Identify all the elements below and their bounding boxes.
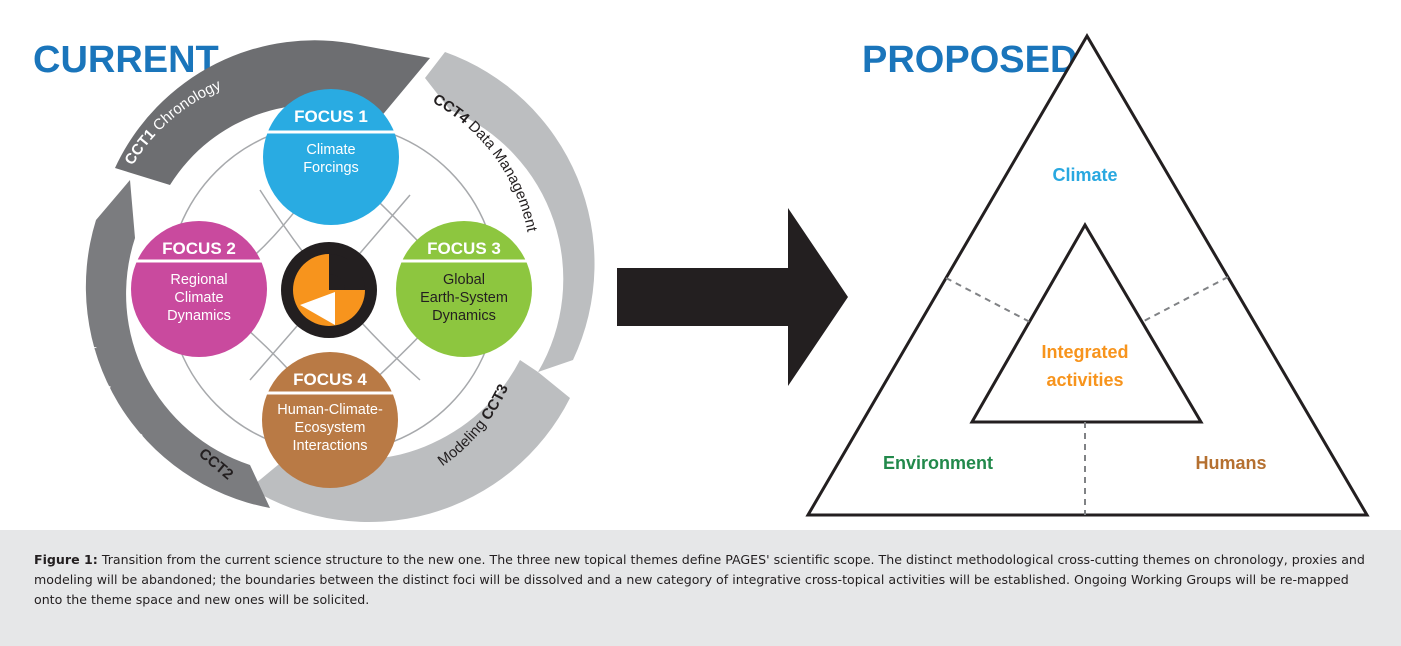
svg-text:Climate: Climate [306,142,355,158]
focus1-line1: Climate [306,142,355,158]
svg-text:Earth-System: Earth-System [420,290,508,306]
focus2-line2: Climate [174,290,223,306]
environment-label: Environment [883,453,993,473]
svg-text:activities: activities [1046,370,1123,390]
svg-text:Dynamics: Dynamics [432,308,496,324]
svg-text:Regional: Regional [170,272,227,288]
theme-dividers [945,276,1229,515]
svg-text:Forcings: Forcings [303,160,359,176]
focus2-title: FOCUS 2 [162,239,236,258]
cct1-arrow [115,40,430,186]
cct2-arrow [85,180,271,508]
figure-panel: CURRENT CCT1 Chronology CCT4 Data Manage… [33,33,1370,523]
focus2-circle: FOCUS 2 Regional Climate Dynamics [131,221,267,357]
caption-label: Figure 1: [34,552,98,567]
focus2-line3: Dynamics [167,308,231,324]
svg-text:Interactions: Interactions [293,438,368,454]
proposed-heading: PROPOSED [862,39,1077,81]
transition-arrow [617,208,848,386]
climate-label: Climate [1052,165,1117,185]
focus2-line1: Regional [170,272,227,288]
inner-triangle [969,222,1204,424]
focus1-circle: FOCUS 1 Climate Forcings [263,89,399,225]
focus3-title: FOCUS 3 [427,239,501,258]
svg-text:Global: Global [443,272,485,288]
focus3-line3: Dynamics [432,308,496,324]
svg-text:Ecosystem: Ecosystem [295,420,366,436]
svg-text:Dynamics: Dynamics [167,308,231,324]
focus4-title: FOCUS 4 [293,370,367,389]
current-heading: CURRENT [33,39,219,81]
focus3-line1: Global [443,272,485,288]
focus1-line2: Forcings [303,160,359,176]
focus1-title: FOCUS 1 [294,107,368,126]
caption-text: Transition from the current science stru… [34,552,1365,607]
cct4-arrow [425,52,595,372]
focus3-line2: Earth-System [420,290,508,306]
integrated-line1: Integrated [1041,342,1128,362]
focus4-line1: Human-Climate- [277,402,383,418]
svg-text:Integrated: Integrated [1041,342,1128,362]
figure-svg: CURRENT CCT1 Chronology CCT4 Data Manage… [33,33,1370,523]
svg-text:Human-Climate-: Human-Climate- [277,402,383,418]
focus4-circle: FOCUS 4 Human-Climate- Ecosystem Interac… [262,352,398,488]
pages-logo [281,242,377,338]
focus4-line3: Interactions [293,438,368,454]
svg-text:Climate: Climate [174,290,223,306]
integrated-line2: activities [1046,370,1123,390]
humans-label: Humans [1195,453,1266,473]
figure-caption: Figure 1: Transition from the current sc… [0,530,1401,646]
focus4-line2: Ecosystem [295,420,366,436]
focus3-circle: FOCUS 3 Global Earth-System Dynamics [396,221,532,357]
